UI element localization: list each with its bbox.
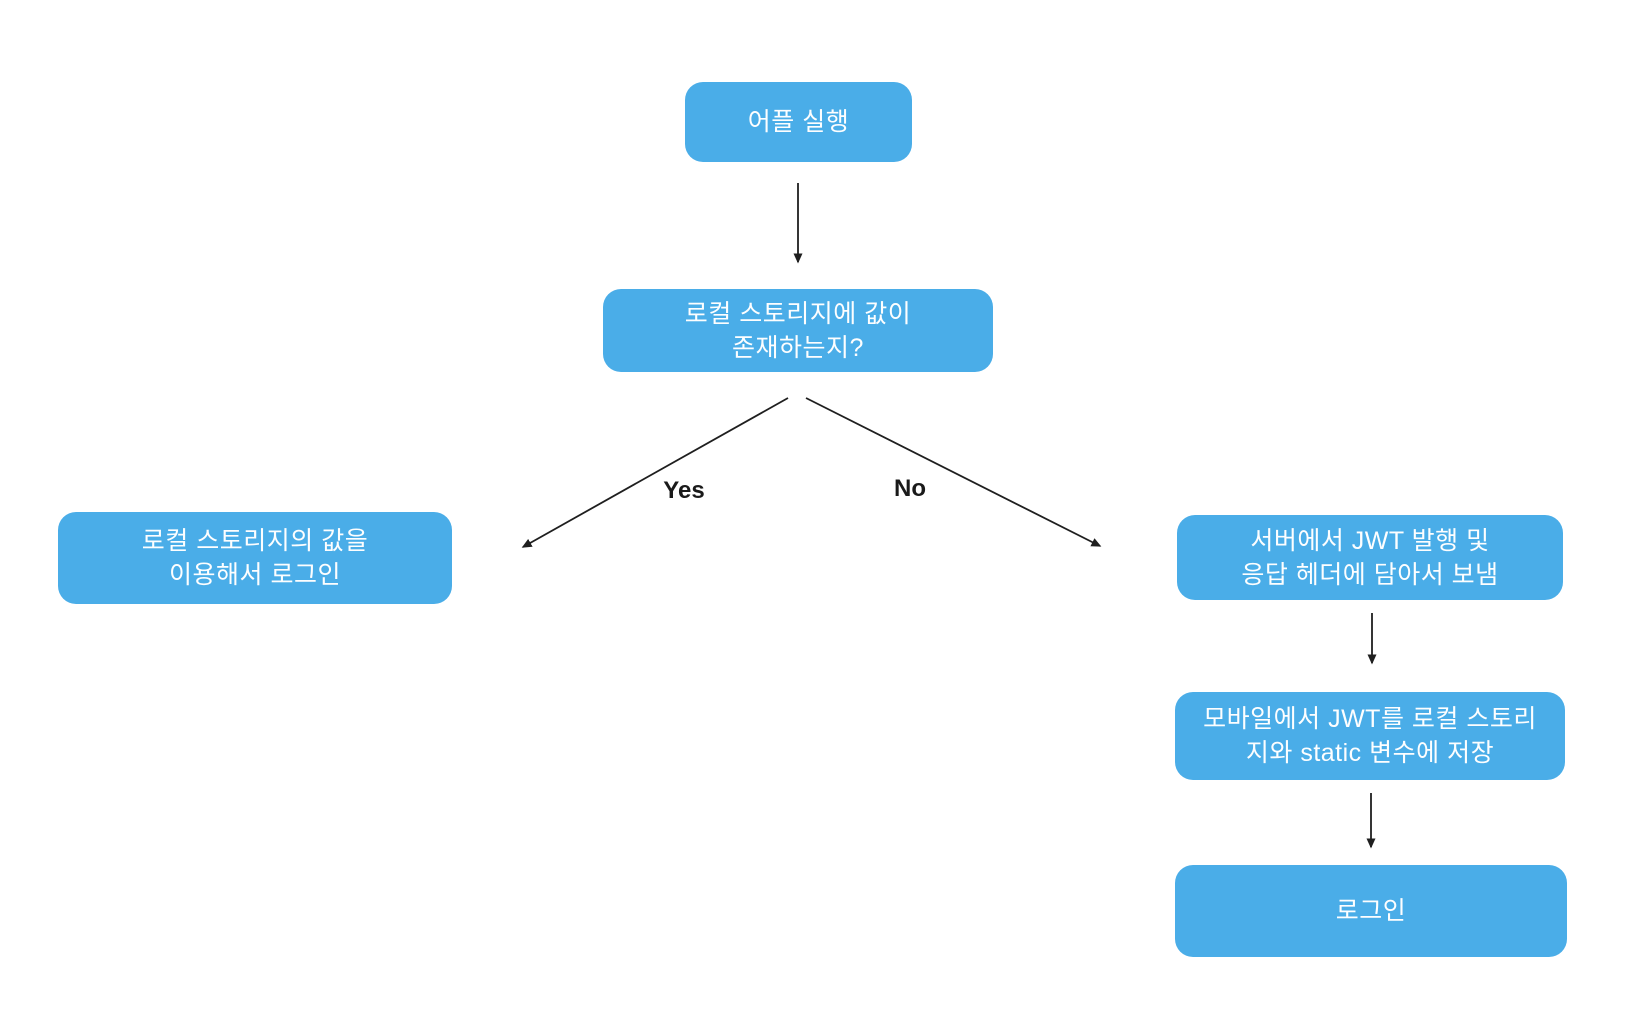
edge-label-no: No bbox=[894, 475, 926, 502]
node-label-line: 이용해서 로그인 bbox=[169, 561, 341, 589]
node-login-with-local-storage: 로컬 스토리지의 값을 이용해서 로그인 bbox=[58, 512, 452, 604]
node-label-line: 어플 실행 bbox=[747, 108, 850, 136]
node-label-line: 모바일에서 JWT를 로컬 스토리 bbox=[1203, 705, 1537, 733]
node-label-line: 지와 static 변수에 저장 bbox=[1245, 739, 1495, 767]
node-local-storage-check: 로컬 스토리지에 값이 존재하는지? bbox=[603, 289, 993, 372]
node-app-launch: 어플 실행 bbox=[685, 82, 912, 162]
node-mobile-store-jwt: 모바일에서 JWT를 로컬 스토리 지와 static 변수에 저장 bbox=[1175, 692, 1565, 780]
edge-label-yes: Yes bbox=[663, 477, 705, 504]
node-server-issue-jwt: 서버에서 JWT 발행 및 응답 헤더에 담아서 보냄 bbox=[1177, 515, 1563, 600]
node-label-line: 로컬 스토리지에 값이 bbox=[684, 299, 912, 328]
node-label-line: 서버에서 JWT 발행 및 bbox=[1250, 526, 1490, 555]
arrow-check-yes-branch bbox=[521, 397, 789, 548]
node-label-line: 로컬 스토리지의 값을 bbox=[141, 527, 369, 555]
node-label-line: 로그인 bbox=[1335, 897, 1407, 925]
node-label-line: 응답 헤더에 담아서 보냄 bbox=[1241, 560, 1499, 589]
node-login: 로그인 bbox=[1175, 865, 1567, 957]
arrow-check-no-branch bbox=[805, 397, 1102, 547]
node-label-line: 존재하는지? bbox=[732, 333, 864, 362]
